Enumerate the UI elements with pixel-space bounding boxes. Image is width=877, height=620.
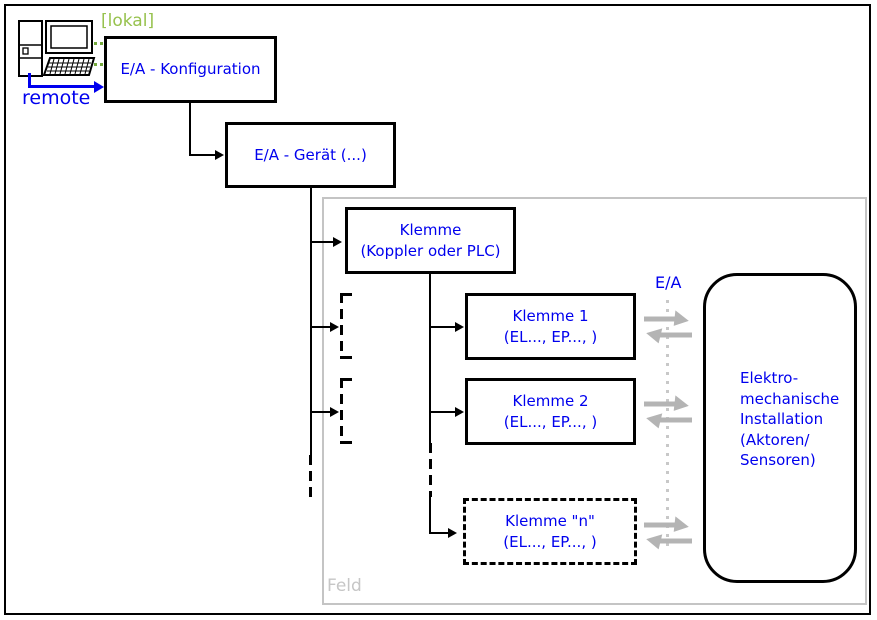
branch-koppler [312, 241, 334, 243]
node-label-line4: (Aktoren/ [740, 430, 810, 449]
node-label-line5: Sensoren) [740, 451, 816, 469]
connector-konf-geraet-h [189, 154, 216, 156]
node-label-line1: Klemme "n" [505, 511, 595, 530]
node-klemme-1: Klemme 1 (EL..., EP..., ) [465, 293, 636, 360]
branch-klemme-1 [431, 326, 456, 328]
node-label: E/A - Gerät (...) [254, 145, 367, 164]
connector-konf-geraet-v [189, 103, 191, 155]
arrowhead-koppler [333, 237, 342, 247]
node-label-line2: (Koppler oder PLC) [360, 241, 501, 260]
placeholder-bracket-1-top [340, 293, 352, 296]
remote-label: remote [22, 87, 91, 109]
field-container [322, 197, 867, 605]
arrowhead-slot-2 [330, 407, 339, 417]
branch-slot-1 [312, 326, 331, 328]
arrowhead-klemme-n [448, 528, 457, 538]
connector-geraet-trunk-dashed [309, 455, 312, 501]
node-label-line3: Installation [740, 410, 824, 428]
node-label-line1: Klemme 2 [512, 391, 589, 410]
field-label: Feld [327, 576, 362, 596]
node-label-line2: (EL..., EP..., ) [503, 412, 598, 431]
arrowhead-klemme-2 [455, 407, 464, 417]
node-label-line2: mechanische [740, 389, 840, 408]
node-ea-geraet: E/A - Gerät (...) [225, 122, 396, 188]
connector-koppler-trunk-lower [429, 497, 431, 534]
local-label: [lokal] [101, 11, 155, 31]
connector-geraet-trunk [310, 188, 312, 455]
branch-klemme-n [429, 532, 449, 534]
io-dotted-line [666, 300, 669, 548]
node-label-line1: Klemme [399, 220, 462, 239]
exchange-arrows-icon [644, 516, 692, 550]
io-ea-label: E/A [655, 273, 682, 292]
branch-klemme-2 [431, 411, 456, 413]
node-elektromechanische-installation: Elektro- mechanische Installation (Aktor… [703, 273, 857, 583]
placeholder-bracket-2 [340, 378, 343, 444]
placeholder-bracket-1-bottom [340, 356, 352, 359]
node-klemme-koppler: Klemme (Koppler oder PLC) [345, 207, 516, 274]
arrowhead-slot-1 [330, 322, 339, 332]
placeholder-bracket-1 [340, 293, 343, 359]
node-label-line1: Klemme 1 [512, 306, 589, 325]
arrowhead-klemme-1 [455, 322, 464, 332]
remote-arrowhead [94, 80, 104, 93]
arrowhead-geraet [215, 150, 224, 160]
page-border [4, 4, 871, 615]
remote-arrow-horizontal [28, 85, 96, 88]
placeholder-bracket-2-bottom [340, 441, 352, 444]
local-link-dots-top [94, 42, 104, 45]
node-klemme-n: Klemme "n" (EL..., EP..., ) [463, 498, 637, 565]
workstation-icon [18, 20, 96, 77]
node-label-line2: (EL..., EP..., ) [503, 532, 597, 551]
connector-koppler-trunk [429, 274, 431, 443]
exchange-arrows-icon [644, 395, 692, 429]
node-klemme-2: Klemme 2 (EL..., EP..., ) [465, 378, 636, 445]
node-label-line2: (EL..., EP..., ) [503, 327, 598, 346]
remote-arrow-vertical [28, 73, 31, 88]
node-label: E/A - Konfiguration [120, 60, 261, 78]
node-ea-konfiguration: E/A - Konfiguration [104, 36, 277, 103]
branch-slot-2 [312, 411, 331, 413]
local-link-dots-bottom [94, 63, 104, 66]
placeholder-bracket-2-top [340, 378, 352, 381]
node-label-line1: Elektro- [740, 369, 799, 387]
connector-koppler-trunk-dashed [428, 443, 432, 497]
exchange-arrows-icon [644, 310, 692, 344]
